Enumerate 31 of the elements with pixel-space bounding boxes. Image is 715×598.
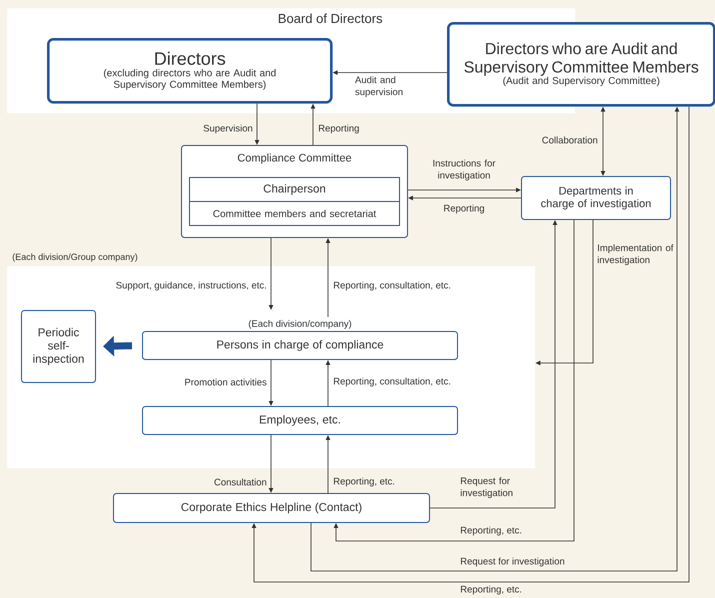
edge-label: Promotion activities <box>185 378 266 386</box>
edge-label: Audit and supervision <box>355 76 402 98</box>
edge-label: Implementation of investigation <box>598 244 674 266</box>
department-box: Departments in charge of investigation <box>521 176 671 220</box>
edge-label: Supervision <box>204 124 252 134</box>
edge-label: Request for investigation <box>461 558 564 566</box>
secretariat-box: Committee members and secretariat <box>189 201 400 226</box>
node-label: (Each division/Group company) <box>12 253 138 262</box>
chairperson-box: Chairperson <box>189 177 400 202</box>
inspection-box: Periodic self-inspection <box>21 310 96 383</box>
edge-label: Reporting, consultation, etc. <box>334 378 450 386</box>
edge-label: Reporting, etc. <box>461 586 522 594</box>
node-caption: (Each division/company) <box>248 320 352 329</box>
edge-label: Request for investigation <box>460 477 512 498</box>
arrow <box>252 106 690 582</box>
edge-label: Consultation <box>214 478 266 486</box>
edge-label: Reporting <box>444 204 484 214</box>
edge-label: Reporting <box>319 124 359 134</box>
directors-box: Directors (excluding directors who are Audit and Supervisory Committee Members) <box>47 38 333 104</box>
edge-label: Support, guidance, instructions, etc. <box>116 282 266 290</box>
arrow <box>334 220 574 542</box>
audit-committee-box: Directors who are Audit and Supervisory Committee Members (Audit and Supervisory Committee) <box>447 22 715 107</box>
node-label: Board of Directors <box>278 14 382 24</box>
edge-label: Instructions for investigation <box>433 160 496 180</box>
edge-label: Reporting, etc. <box>334 478 394 486</box>
compliance-box: Persons in charge of compliance <box>142 331 458 360</box>
edge-label: Reporting, etc. <box>461 526 522 536</box>
employees-box: Employees, etc. <box>142 406 458 435</box>
edge-label: Collaboration <box>542 136 598 144</box>
edge-label: Reporting, consultation, etc. <box>334 282 450 290</box>
helpline-box: Corporate Ethics Helpline (Contact) <box>113 493 430 523</box>
